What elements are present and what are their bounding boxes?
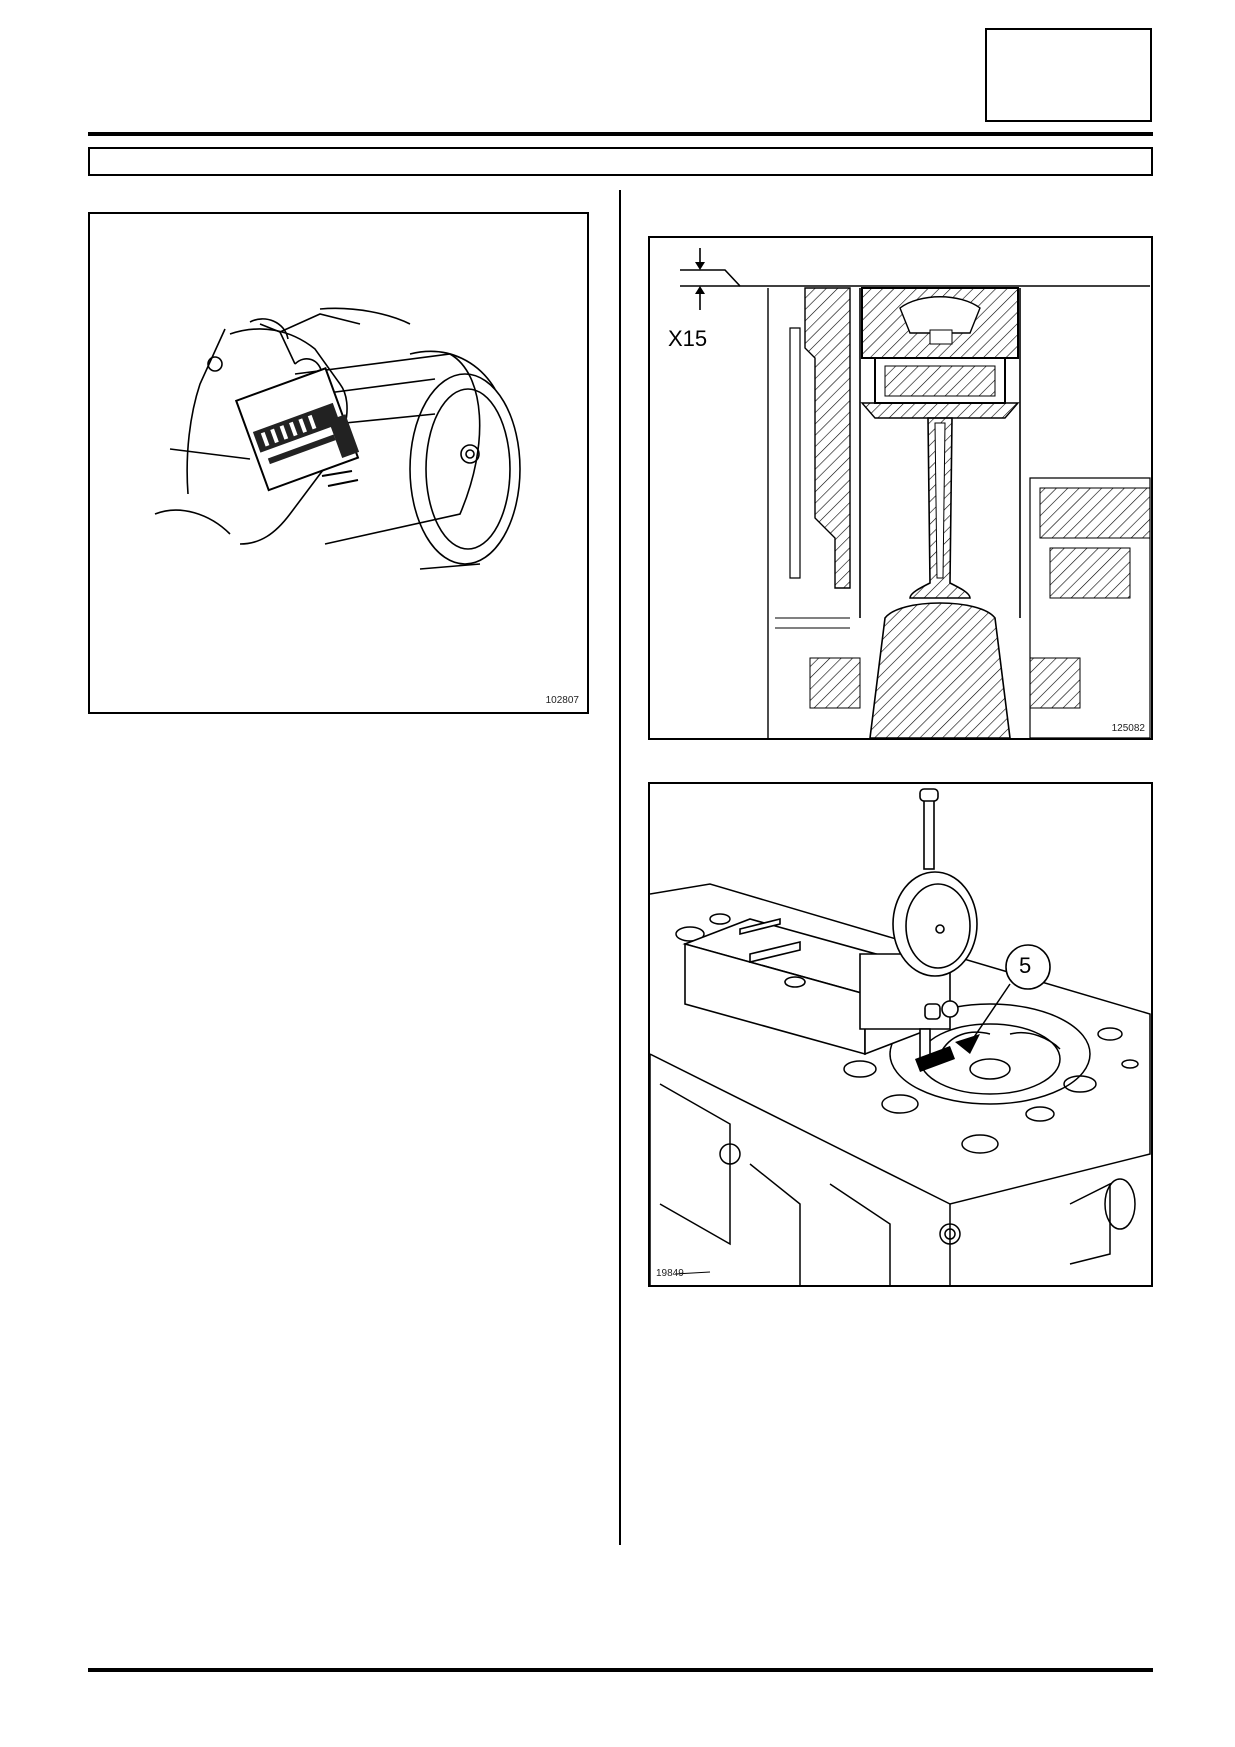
figure-ref: 102807 [545,695,579,706]
callout-number: 5 [1019,953,1032,978]
dimension-label: X15 [668,326,708,351]
header-rule [88,132,1153,136]
section-title-bar [88,147,1153,176]
page-number-box [985,28,1152,122]
figure-ref: 19849 [656,1268,684,1279]
figure-plastigage: 102807 [88,212,589,714]
figure-ref: 125082 [1111,723,1145,734]
plastigage-illustration [154,307,521,570]
column-divider [619,190,621,1545]
dial-gauge-illustration [650,788,1151,1285]
piston-section-illustration [680,248,1151,738]
figure-dial-gauge: 5 19849 [648,782,1153,1287]
footer-rule [88,1668,1153,1672]
figure-piston-section: X15 125082 [648,236,1153,740]
